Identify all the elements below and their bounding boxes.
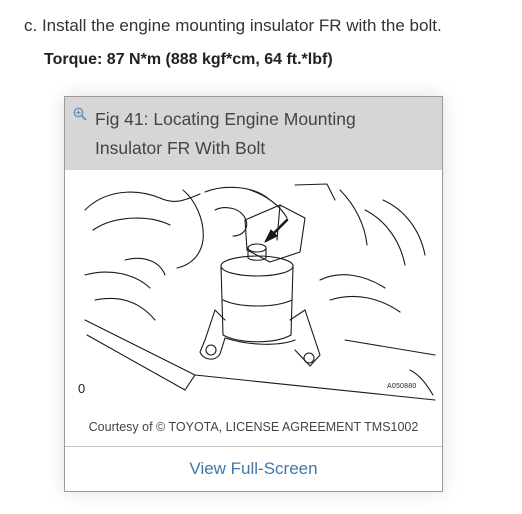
engine-mount-drawing[interactable]	[65, 170, 442, 410]
figure-card: Fig 41: Locating Engine Mounting Insulat…	[64, 96, 443, 492]
step-instruction: c. Install the engine mounting insulator…	[24, 16, 442, 35]
zoom-icon[interactable]	[73, 107, 87, 121]
figure-header: Fig 41: Locating Engine Mounting Insulat…	[65, 97, 442, 170]
figure-label-zero: 0	[78, 381, 86, 396]
torque-spec: Torque: 87 N*m (888 kgf*cm, 64 ft.*lbf)	[44, 51, 333, 68]
figure-title: Fig 41: Locating Engine Mounting Insulat…	[95, 109, 356, 158]
figure-divider	[65, 446, 442, 447]
view-full-screen-link[interactable]: View Full-Screen	[189, 459, 318, 478]
drawing-code: A050880	[387, 383, 417, 390]
figure-credit: Courtesy of © TOYOTA, LICENSE AGREEMENT …	[88, 420, 419, 434]
